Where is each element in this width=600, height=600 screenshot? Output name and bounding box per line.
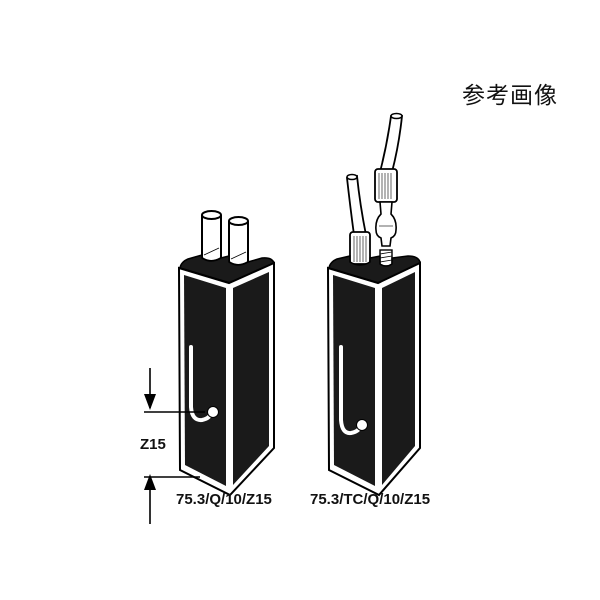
- connector-nut-left: [349, 231, 371, 265]
- model-label-left: 75.3/Q/10/Z15: [176, 491, 272, 508]
- threaded-port: [379, 249, 393, 267]
- glass-tube-left: [201, 210, 222, 262]
- reference-image-label: 参考画像: [462, 83, 558, 109]
- glass-tube-right: [228, 216, 249, 266]
- model-label-right: 75.3/TC/Q/10/Z15: [310, 491, 431, 508]
- connector-nut-right: [374, 168, 398, 203]
- cuvette-left: [177, 210, 275, 497]
- dimension-marker: [144, 368, 205, 524]
- dimension-label: Z15: [140, 436, 166, 453]
- cuvette-right: [326, 112, 421, 497]
